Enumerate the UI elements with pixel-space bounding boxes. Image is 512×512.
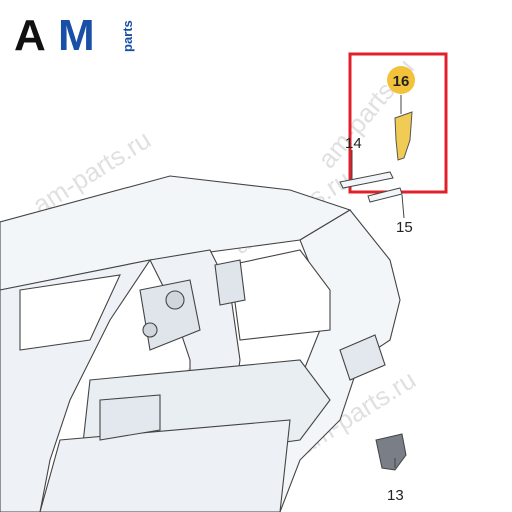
callout-badge-16 xyxy=(387,66,415,94)
callout-15: 15 xyxy=(396,219,413,236)
part-14[interactable]: 14 xyxy=(339,135,394,189)
car-body-drawing xyxy=(0,175,401,512)
part-13[interactable]: 13 xyxy=(375,433,407,504)
part-16[interactable]: 16 xyxy=(387,66,415,161)
callout-14: 14 xyxy=(345,135,362,152)
callout-16: 16 xyxy=(393,73,410,90)
logo-letter-a: A xyxy=(14,11,46,60)
part-15[interactable]: 15 xyxy=(367,187,413,236)
callout-13: 13 xyxy=(387,487,404,504)
am-parts-logo: A M parts xyxy=(14,11,135,60)
logo-letter-m: M xyxy=(58,11,95,60)
logo-sub-text: parts xyxy=(120,20,135,52)
